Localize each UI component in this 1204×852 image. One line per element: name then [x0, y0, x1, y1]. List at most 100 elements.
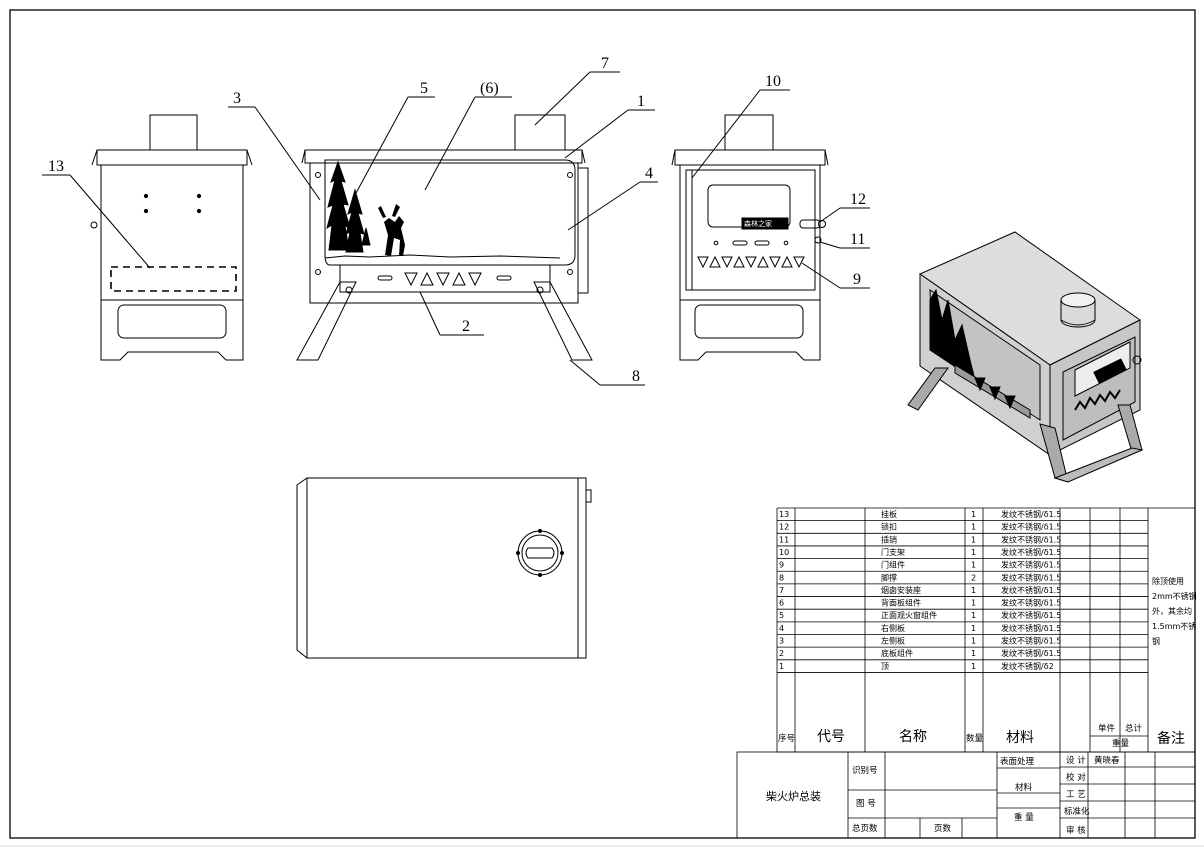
bom-row-qty: 1	[971, 662, 976, 671]
bom-row-name: 底板组件	[881, 648, 913, 658]
bom-row-qty: 1	[971, 510, 976, 519]
bom-row-material: 发纹不锈钢/δ1.5	[1001, 585, 1061, 595]
bom-row-name: 门支架	[881, 547, 905, 557]
bom-header-name: 名称	[899, 729, 927, 745]
bom-row-qty: 2	[971, 573, 976, 582]
front-view	[296, 114, 593, 361]
bom-row-qty: 1	[971, 599, 976, 608]
bom-header-code: 代号	[817, 729, 845, 745]
bom-header-qty: 数量	[966, 733, 984, 744]
bom-row-material: 发纹不锈钢/δ2	[1001, 661, 1054, 671]
bom-remark-note: 除顶使用	[1152, 576, 1184, 586]
callout-11: 11	[850, 231, 865, 248]
bom-row-name: 挂板	[881, 509, 897, 519]
right-side-view	[671, 114, 829, 361]
bom-header-material: 材料	[1006, 730, 1034, 746]
bom-row-no: 5	[779, 611, 784, 620]
callout-10: 10	[765, 73, 781, 90]
bom-row-no: 9	[779, 561, 784, 570]
bom-row-material: 发纹不锈钢/δ1.5	[1001, 560, 1061, 570]
bom-row-no: 3	[779, 637, 784, 646]
bom-row-material: 发纹不锈钢/δ1.5	[1001, 598, 1061, 608]
bom-header-weight: 重量	[1112, 738, 1130, 749]
page-label: 页数	[934, 823, 952, 834]
bom-header-unit: 单件	[1098, 723, 1116, 734]
title-block: 柴火炉总装 识别号 图 号 总页数 页数 表面处理 材料 重 量 设 计 黄晓春…	[766, 755, 1120, 836]
bom-row-material: 发纹不锈钢/δ1.5	[1001, 534, 1061, 544]
standard-label: 标准化	[1064, 806, 1090, 817]
bom-row-no: 2	[779, 649, 784, 658]
bom-row-name: 脚撑	[881, 572, 897, 582]
surface-label: 表面处理	[1000, 756, 1035, 767]
bom-row-qty: 1	[971, 649, 976, 658]
check-label: 校 对	[1066, 772, 1086, 783]
bom-row-name: 右侧板	[881, 623, 905, 633]
bom-remark-note: 1.5mm不锈	[1152, 621, 1196, 631]
callout-5: 5	[420, 80, 428, 97]
bom-row-qty: 1	[971, 535, 976, 544]
callout-labels: 1 2 3 4 5 (6) 7 8 9 10 11 12 13	[48, 55, 866, 385]
bom-table-grid	[776, 507, 1196, 753]
bom-row-no: 11	[779, 535, 789, 544]
bom-row-material: 发纹不锈钢/δ1.5	[1001, 636, 1061, 646]
process-label: 工 艺	[1066, 790, 1086, 800]
bom-header-remark: 备注	[1157, 730, 1185, 747]
bom-row-material: 发纹不锈钢/δ1.5	[1001, 547, 1061, 557]
window-text: 森林之家	[744, 219, 772, 228]
bom-header-total: 总计	[1125, 723, 1143, 734]
bom-remark-note: 钢	[1152, 636, 1160, 646]
bom-row-name: 插销	[881, 534, 897, 544]
bom-row-material: 发纹不锈钢/δ1.5	[1001, 648, 1061, 658]
callout-13: 13	[48, 158, 64, 175]
callout-6: (6)	[480, 80, 499, 97]
design-label: 设 计	[1066, 755, 1086, 766]
tree-silhouette	[326, 160, 351, 251]
bom-row-name: 左侧板	[881, 636, 905, 646]
bom-row-qty: 1	[971, 637, 976, 646]
bom-row-qty: 1	[971, 611, 976, 620]
bom-row-material: 发纹不锈钢/δ1.5	[1001, 572, 1061, 582]
bom-row-name: 门组件	[881, 560, 905, 570]
bom-row-no: 13	[779, 510, 789, 519]
callout-7: 7	[601, 55, 609, 72]
bom-row-name: 烟囱安装座	[881, 585, 921, 595]
bom-row-no: 7	[779, 586, 784, 595]
drawing-no-label: 图 号	[856, 799, 876, 809]
top-view	[296, 477, 592, 659]
bom-header-no: 序号	[778, 733, 795, 744]
callout-2: 2	[462, 318, 470, 335]
bom-row-no: 10	[779, 548, 789, 557]
bom-row-qty: 1	[971, 523, 976, 532]
bom-row-qty: 1	[971, 586, 976, 595]
bom-remark-note: 外，其余均	[1152, 606, 1192, 616]
left-side-view	[90, 114, 253, 361]
callout-4: 4	[645, 165, 653, 182]
callout-1: 1	[637, 93, 645, 110]
title-block-grid	[736, 751, 1196, 839]
bom-row-material: 发纹不锈钢/δ1.5	[1001, 610, 1061, 620]
bom-row-no: 1	[779, 662, 784, 671]
bom-row-name: 锁扣	[881, 522, 897, 532]
callout-3: 3	[233, 90, 241, 107]
bom-row-no: 8	[779, 573, 784, 582]
weight-label: 重 量	[1014, 812, 1034, 823]
designer-name: 黄晓春	[1094, 755, 1120, 766]
callout-8: 8	[632, 368, 640, 385]
bom-row-qty: 1	[971, 548, 976, 557]
bom-row-name: 顶	[881, 662, 889, 671]
callout-12: 12	[850, 191, 866, 208]
callouts	[42, 71, 870, 386]
bom-row-name: 正面观火窗组件	[881, 610, 937, 620]
deer-silhouette	[378, 204, 405, 256]
id-label: 识别号	[852, 766, 878, 776]
drawing-name: 柴火炉总装	[766, 789, 821, 803]
bom-row-no: 6	[779, 599, 784, 608]
sheet-frame	[9, 9, 1196, 839]
bom-row-no: 4	[779, 624, 784, 633]
tree-silhouette-2	[345, 188, 365, 253]
bom-remark-note: 2mm不锈钢	[1152, 591, 1197, 601]
review-label: 审 核	[1066, 825, 1086, 836]
bom-row-material: 发纹不锈钢/δ1.5	[1001, 623, 1061, 633]
